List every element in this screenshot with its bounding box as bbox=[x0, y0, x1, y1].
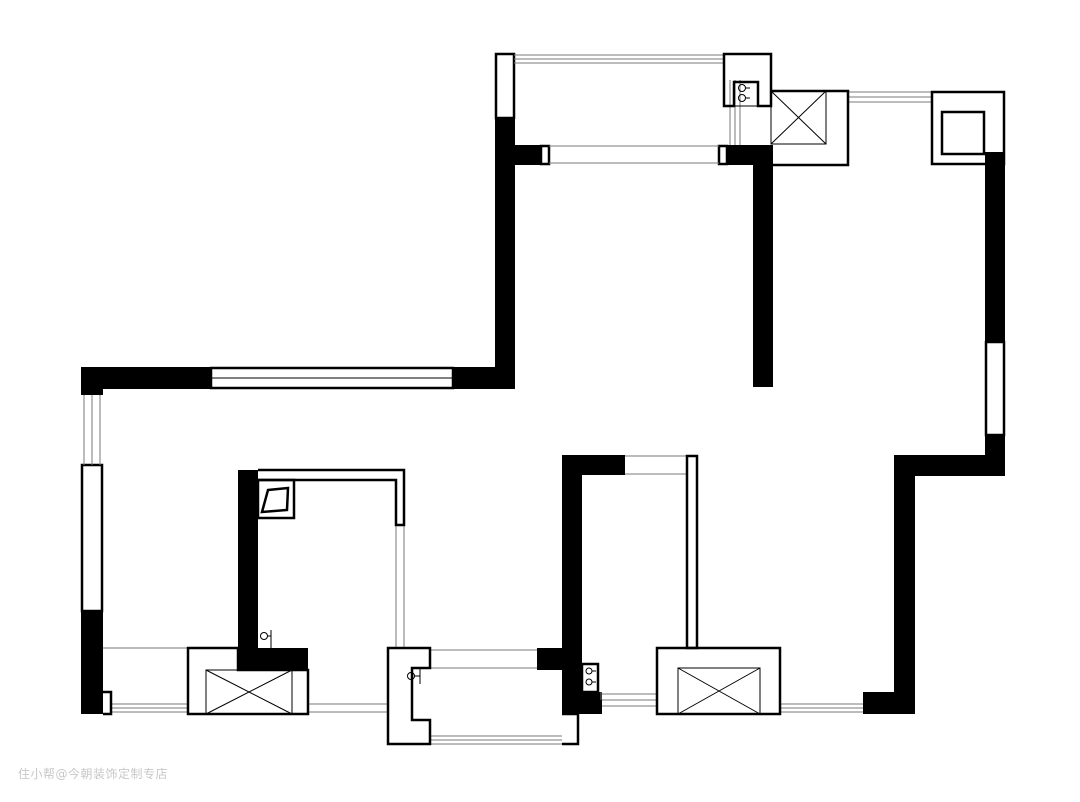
wall-segment bbox=[495, 118, 515, 389]
wall-segment bbox=[495, 145, 541, 165]
wall-segment bbox=[81, 367, 211, 389]
wall-segment bbox=[985, 152, 1005, 342]
wall-segment bbox=[81, 367, 103, 395]
partition-wall bbox=[562, 712, 580, 746]
partition-walls bbox=[103, 89, 850, 746]
partition-wall bbox=[103, 690, 113, 716]
partition-wall bbox=[258, 468, 406, 527]
wall-segment bbox=[753, 145, 773, 387]
wall-segment bbox=[81, 611, 103, 714]
pipe-riser bbox=[386, 646, 432, 746]
balcony-glazing bbox=[83, 54, 932, 745]
load-bearing-walls bbox=[81, 118, 1005, 714]
windows bbox=[80, 52, 1006, 745]
wall-segment bbox=[238, 648, 308, 670]
wall-segment bbox=[863, 692, 915, 714]
flue-shaft bbox=[256, 478, 296, 520]
window bbox=[984, 340, 1006, 437]
pipe-riser bbox=[260, 630, 272, 648]
balcony-ac-niche bbox=[770, 90, 827, 145]
wall-segment bbox=[562, 455, 582, 714]
wall-segment bbox=[894, 455, 915, 714]
window bbox=[209, 366, 455, 390]
pipe-riser bbox=[722, 52, 773, 108]
wall-segment bbox=[894, 455, 1005, 476]
window bbox=[494, 52, 729, 166]
ac-unit bbox=[186, 646, 310, 716]
wall-segment bbox=[562, 692, 602, 714]
watermark: 住小帮@今朝装饰定制专店 bbox=[18, 767, 169, 781]
column bbox=[930, 90, 1006, 166]
ac-unit bbox=[655, 646, 782, 716]
partition-wall bbox=[685, 454, 699, 650]
wall-segment bbox=[238, 470, 258, 670]
window bbox=[80, 463, 104, 613]
wall-segment bbox=[537, 648, 562, 670]
pipe-riser bbox=[580, 662, 600, 694]
